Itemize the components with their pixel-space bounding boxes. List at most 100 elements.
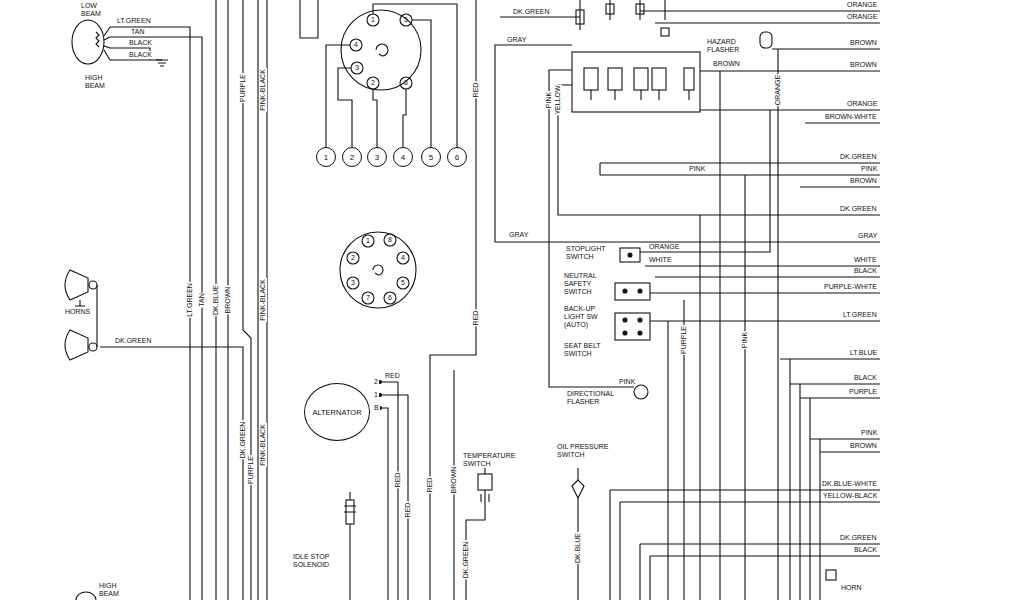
component-label: HORN <box>840 584 863 592</box>
wire-color-label: GRAY <box>857 232 878 240</box>
component-label: SEAT BELT SWITCH <box>563 342 609 358</box>
component-label: LOW BEAM <box>80 2 106 18</box>
wire-color-label: ORANGE <box>846 1 878 9</box>
wire-color-label: YELLOW <box>554 84 562 115</box>
wire-color-label: BROWN <box>849 39 878 47</box>
wire-color-label: DK.BLUE <box>574 532 582 564</box>
pin-number: 3 <box>350 279 356 287</box>
wire-color-label: PINK <box>860 165 878 173</box>
wire-color-label: ORANGE <box>774 74 782 106</box>
wire-color-label: PINK <box>545 91 553 109</box>
wire-color-label: BLACK <box>128 39 153 47</box>
wire-color-label: RED <box>404 502 412 519</box>
wire-color-label: ORANGE <box>846 100 878 108</box>
pin-number: 2 <box>350 254 356 262</box>
wire-color-label: WHITE <box>648 256 673 264</box>
pin-number: 3 <box>354 64 360 72</box>
connector-circle: 3 <box>367 147 387 167</box>
wire-color-label: LT.BLUE <box>849 349 878 357</box>
switch-symbol <box>615 248 836 580</box>
wire-color-label: DK.GREEN <box>239 421 247 460</box>
pin-number: 8 <box>387 236 393 244</box>
alternator-wiring <box>379 0 477 600</box>
wire-color-label: RED <box>472 82 480 99</box>
fuse-block <box>572 0 700 112</box>
wire-color-label: ORANGE <box>846 13 878 21</box>
wire-color-label: BLACK <box>853 546 878 554</box>
wire-color-label: PINK <box>688 165 706 173</box>
wire-color-label: RED <box>384 372 401 380</box>
wire-color-label: PINK <box>860 429 878 437</box>
wire-color-label: GRAY <box>506 36 527 44</box>
wire-color-label: BROWN <box>712 60 741 68</box>
component-label: STOPLIGHT SWITCH <box>565 245 613 261</box>
wire-color-label: TAN <box>130 28 145 36</box>
connector-circle: 2 <box>342 147 362 167</box>
pin-number: 7 <box>365 294 371 302</box>
alternator: ALTERNATOR <box>304 383 370 441</box>
wire-color-label: BROWN <box>224 286 232 315</box>
wire-color-label: DK.GREEN <box>114 337 153 345</box>
component-label: OIL PRESSURE SWITCH <box>556 443 612 459</box>
wire-color-label: BROWN <box>849 177 878 185</box>
wire-color-label: PINK <box>741 331 749 349</box>
wire-color-label: ORANGE <box>648 243 680 251</box>
pin-number: 6 <box>387 294 393 302</box>
wire <box>100 0 318 600</box>
pin-number: 4 <box>400 254 406 262</box>
component-label: TEMPERATURE SWITCH <box>462 452 516 468</box>
pin-number: 2 <box>373 378 379 386</box>
component-label: HIGH BEAM <box>84 74 110 90</box>
wire-color-label: RED <box>426 477 434 494</box>
pin-number: 2 <box>370 79 376 87</box>
callout-number: 4 <box>401 153 405 162</box>
wire-color-label: PURPLE <box>247 455 255 485</box>
callout-number: 5 <box>429 153 433 162</box>
component-label: HORNS <box>64 308 91 316</box>
callout-number: 1 <box>324 153 328 162</box>
component-name: ALTERNATOR <box>312 408 361 417</box>
horn-symbol <box>65 270 97 360</box>
pin-number: 1 <box>365 237 371 245</box>
wire-color-label: DK.BLUE <box>212 284 220 316</box>
wire-color-label: DK.GREEN <box>839 534 878 542</box>
component-label: DIRECTIONAL FLASHER <box>566 390 628 406</box>
pin-number: 5 <box>400 279 406 287</box>
pin-number: 6 <box>403 79 409 87</box>
component-label: IDLE STOP SOLENOID <box>292 553 340 569</box>
connector-symbol <box>326 4 457 308</box>
wire-color-label: PINK <box>618 378 636 386</box>
wire-color-label: PURPLE-WHITE <box>823 283 878 291</box>
pin-number: 1 <box>373 391 379 399</box>
wire-color-label: DK.GREEN <box>462 541 470 580</box>
wire <box>495 11 880 600</box>
connector-circle: 6 <box>447 147 467 167</box>
wire-color-label: BROWN-WHITE <box>824 113 878 121</box>
wire-color-label: BROWN <box>450 466 458 495</box>
connector-circle: 1 <box>316 147 336 167</box>
wire-color-label: DK.BLUE-WHITE <box>821 480 878 488</box>
pin-number: 5 <box>403 16 409 24</box>
wire-color-label: PINK-BLACK <box>259 423 267 467</box>
callout-number: 3 <box>375 153 379 162</box>
pin-number: 4 <box>353 41 359 49</box>
wire-color-label: DK.GREEN <box>512 8 551 16</box>
wire-color-label: LT.GREEN <box>186 282 194 318</box>
wire-color-label: PURPLE <box>848 388 878 396</box>
wire-color-label: LT.GREEN <box>842 311 878 319</box>
wire-color-label: BROWN <box>849 61 878 69</box>
wire-color-label: YELLOW-BLACK <box>822 492 878 500</box>
wire-color-label: BROWN <box>849 442 878 450</box>
component-label: HAZARD FLASHER <box>706 38 750 54</box>
wire-color-label: BLACK <box>853 374 878 382</box>
component-label: HIGH BEAM <box>98 582 124 598</box>
connector-circle: 5 <box>421 147 441 167</box>
wire-color-label: PINK-BLACK <box>259 278 267 322</box>
wire-color-label: LT.GREEN <box>116 17 152 25</box>
wire-color-label: PURPLE <box>680 325 688 355</box>
pin-number: B <box>373 404 380 412</box>
wire-color-label: BLACK <box>128 51 153 59</box>
wire-color-label: RED <box>472 310 480 327</box>
wire-color-label: DK.GREEN <box>839 153 878 161</box>
